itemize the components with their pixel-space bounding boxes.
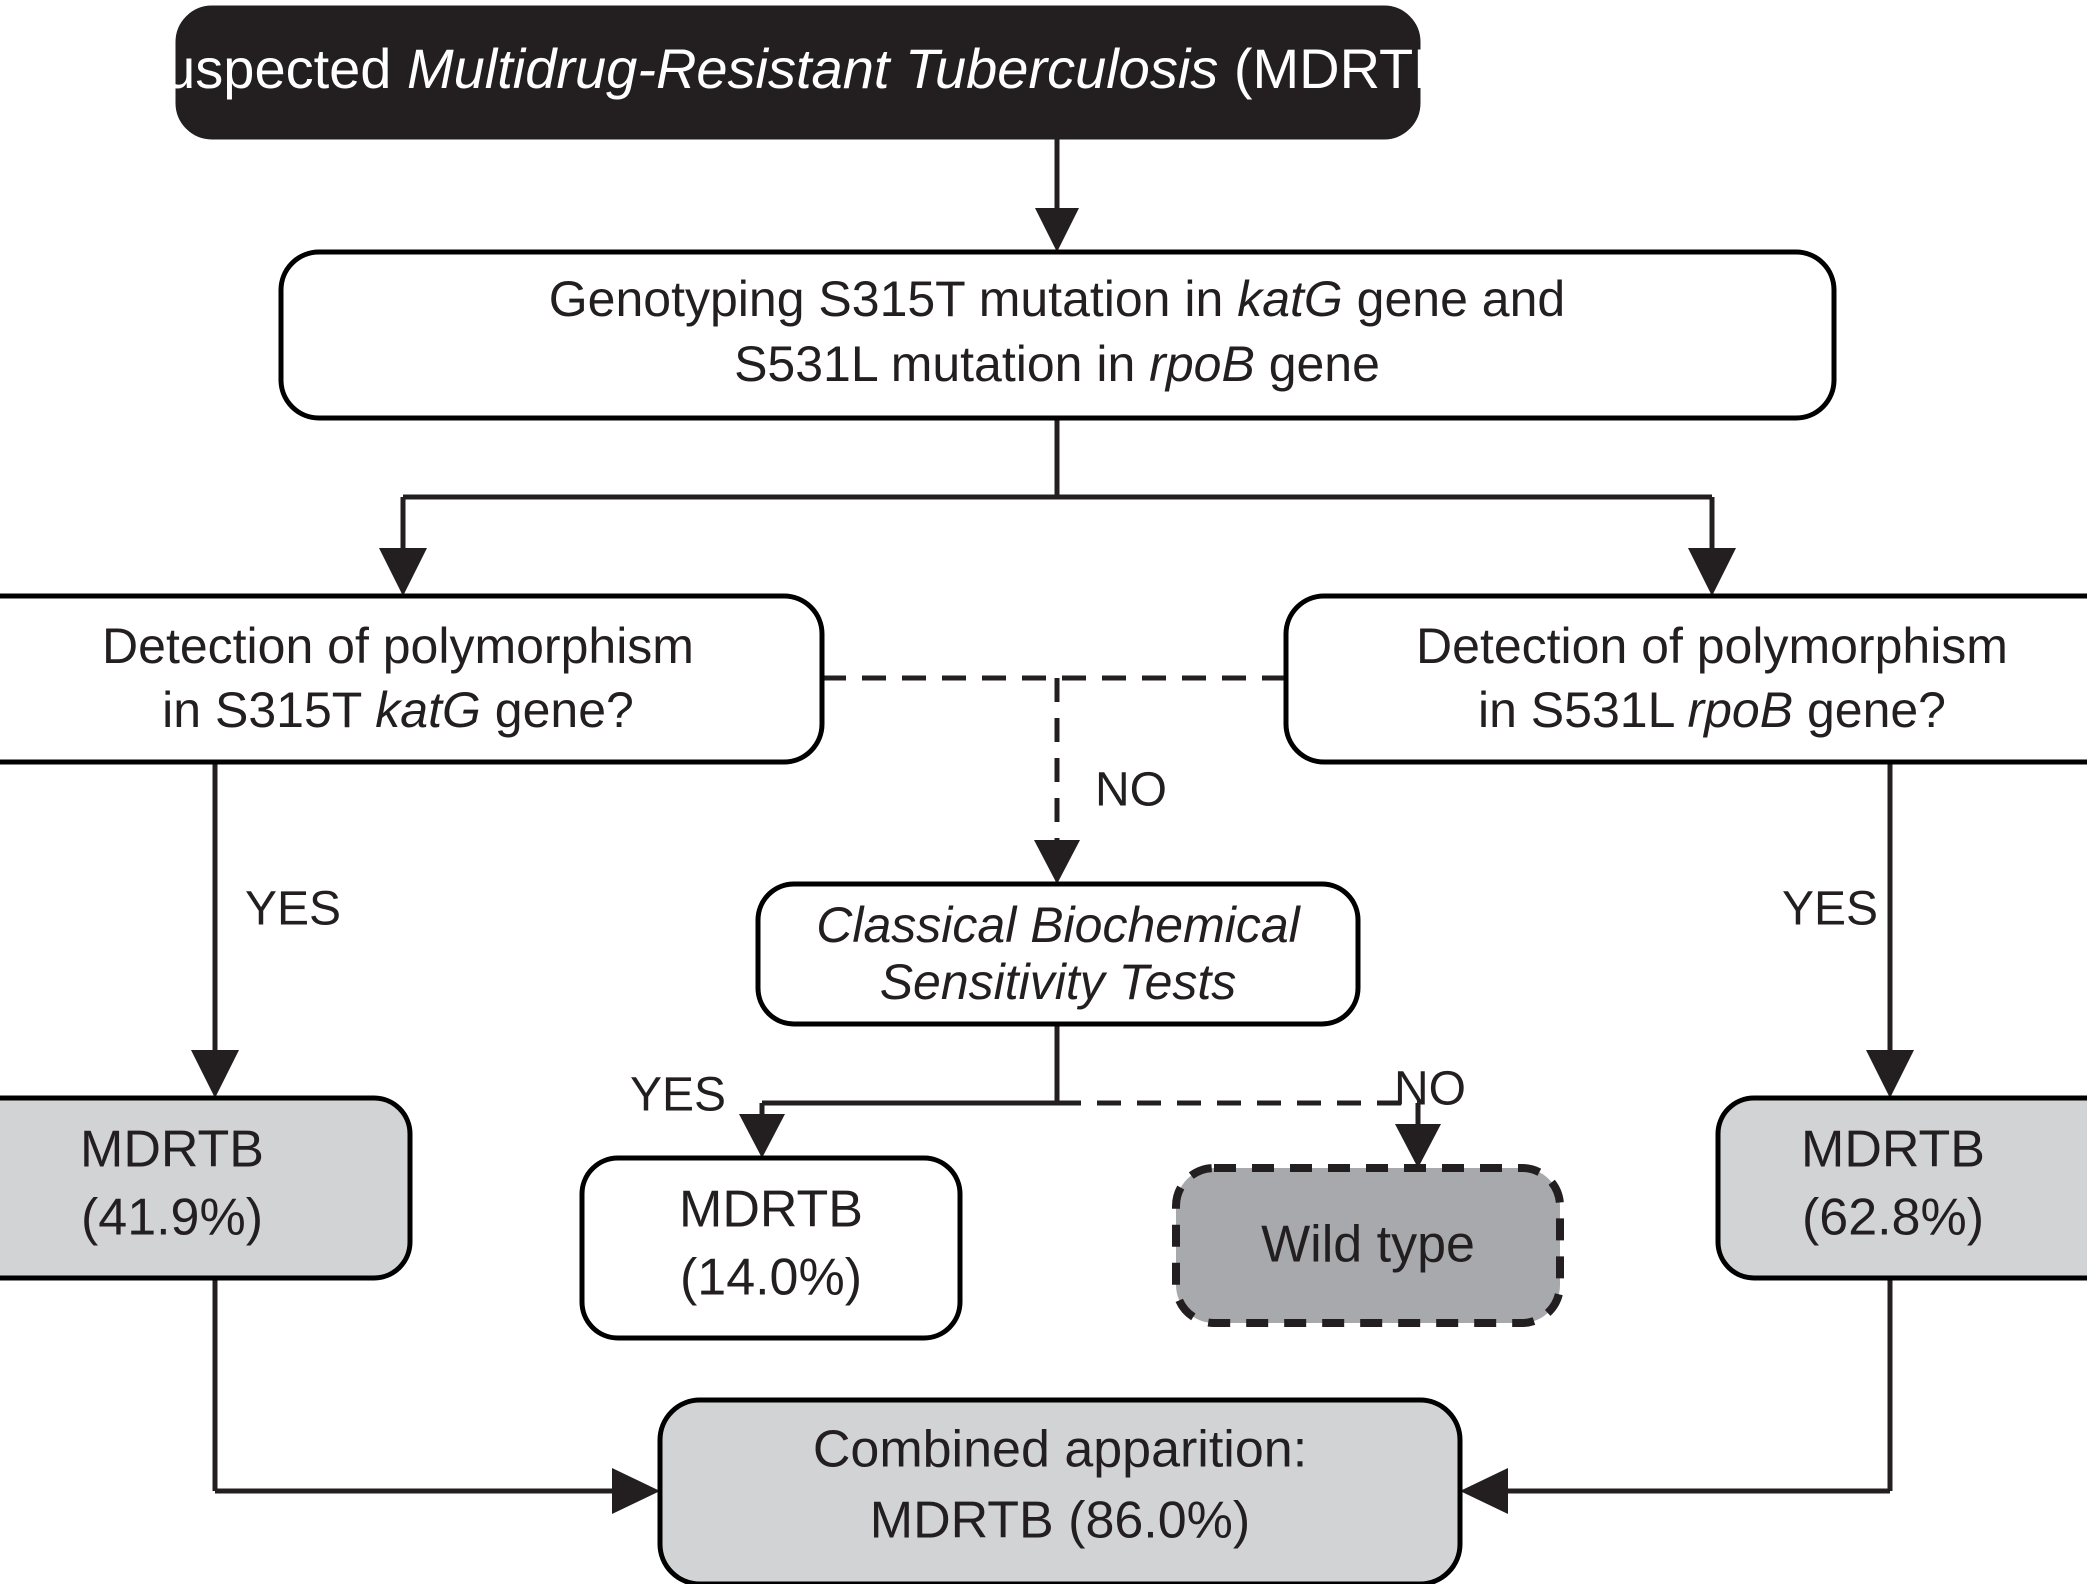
result-628-line2: (62.8%) [1802,1189,1984,1247]
edge-label-yes-center: YES [630,1069,726,1122]
result-140-line1: MDRTB [679,1181,863,1239]
edge-label-yes-right: YES [1782,883,1878,936]
node-result-mdrtb-140[interactable]: MDRTB (14.0%) [579,1155,963,1341]
combined-line1: Combined apparition: [813,1421,1307,1479]
decision-rpob-line2: in S531L rpoB gene? [1478,682,1946,738]
edge-label-no-right: NO [1394,1063,1466,1116]
result-140-line2: (14.0%) [680,1249,862,1307]
edge-label-yes-left: YES [245,883,341,936]
result-419-line2: (41.9%) [81,1189,263,1247]
decision-katg-line2: in S315T katG gene? [162,682,634,738]
edge-biochemical-outcomes [739,1024,1441,1168]
combined-line2: MDRTB (86.0%) [870,1492,1250,1550]
suspected-mdrtb-label: Suspected Multidrug-Resistant Tuberculos… [127,37,1469,100]
edge-genotyping-split [379,418,1736,596]
biochemical-line2: Sensitivity Tests [880,954,1237,1010]
edge-left-yes [191,758,239,1098]
edge-right-to-combined [1460,1278,1893,1514]
edge-right-yes [1866,758,1914,1098]
node-combined-apparition[interactable]: Combined apparition: MDRTB (86.0%) [657,1397,1463,1584]
edge-label-no-center: NO [1095,764,1167,817]
decision-rpob-line1: Detection of polymorphism [1416,618,2008,674]
node-decision-katg[interactable]: Detection of polymorphism in S315T katG … [0,593,825,765]
decision-katg-line1: Detection of polymorphism [102,618,694,674]
node-biochemical-tests[interactable]: Classical Biochemical Sensitivity Tests [755,881,1361,1027]
node-genotyping[interactable]: Genotyping S315T mutation in katG gene a… [278,249,1837,421]
node-result-mdrtb-628[interactable]: MDRTB (62.8%) [1715,1095,2087,1281]
result-419-line1: MDRTB [80,1121,264,1179]
edge-title-to-genotyping [1035,137,1079,252]
edge-no-bridge-dashed [822,675,1286,884]
result-628-line1: MDRTB [1801,1121,1985,1179]
genotyping-line1: Genotyping S315T mutation in katG gene a… [549,271,1565,327]
node-result-mdrtb-419[interactable]: MDRTB (41.9%) [0,1095,413,1281]
node-suspected-mdrtb[interactable]: Suspected Multidrug-Resistant Tuberculos… [127,5,1469,140]
result-wild-type-label: Wild type [1261,1216,1475,1274]
node-result-wild-type[interactable]: Wild type [1172,1164,1564,1327]
genotyping-line2: S531L mutation in rpoB gene [734,336,1380,392]
biochemical-line1: Classical Biochemical [816,897,1301,953]
edge-left-to-combined [212,1278,660,1514]
node-decision-rpob[interactable]: Detection of polymorphism in S531L rpoB … [1283,593,2087,765]
